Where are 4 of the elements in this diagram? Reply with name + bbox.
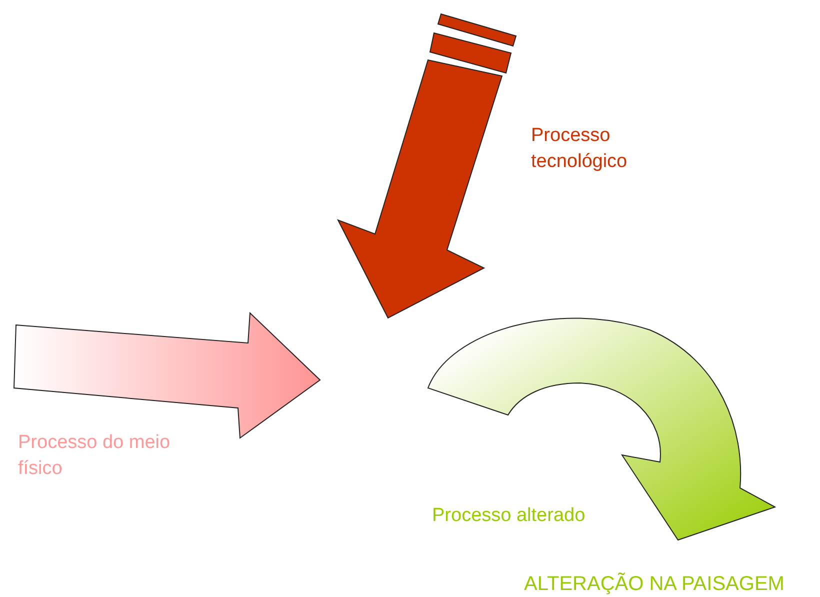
process-label: Processo tecnológico [531,124,628,174]
process-label: Processo alterado [432,504,586,528]
result-label: ALTERAÇÃO NA PAISAGEM [524,572,786,597]
process-label: Processo do meio físico [18,431,172,481]
